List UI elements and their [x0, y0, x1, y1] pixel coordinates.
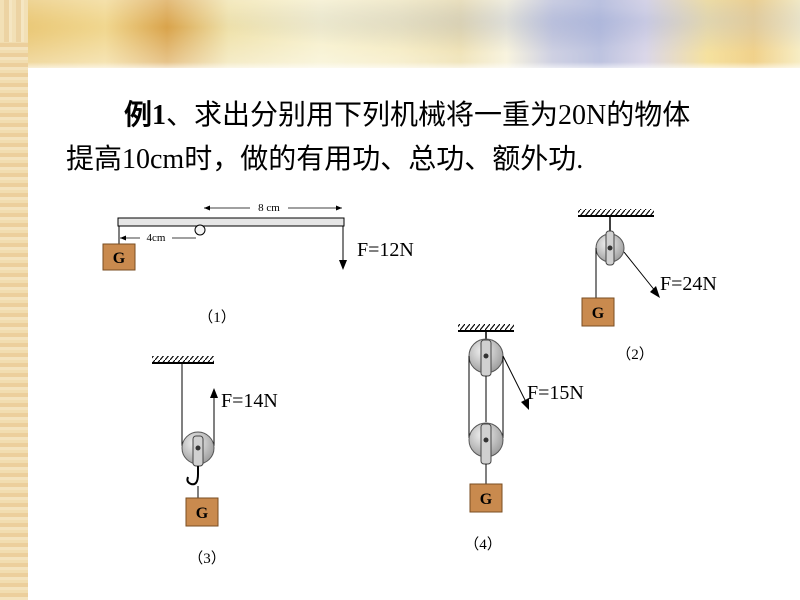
dimension-short-label-bg — [140, 231, 172, 243]
caption-2: （2） — [616, 346, 654, 363]
lever-bar — [117, 217, 345, 227]
ceiling-2 — [578, 209, 654, 216]
force-label-4: F=15N — [527, 382, 584, 404]
figure-fixed-pulley: G F=24N （2） — [578, 209, 717, 363]
problem-line-2: 提高10cm时，做的有用功、总功、额外功. — [66, 144, 584, 175]
dimension-long-label: 8 cm — [258, 202, 280, 214]
problem-statement: 例1、求出分别用下列机械将一重为20N的物体 提高10cm时，做的有用功、总功、… — [66, 94, 766, 182]
dimension-arrow-long-left-head — [204, 205, 210, 211]
weight-label-4: G — [480, 491, 493, 508]
dimension-long-label-bg — [250, 201, 288, 213]
figure-lever: 8 cm 4cm G F=12N （1） — [102, 201, 414, 326]
example-label: 例1 — [124, 100, 167, 131]
caption-4: （4） — [464, 536, 502, 553]
movable-pulley-bracket-4 — [480, 423, 492, 465]
ceiling-3 — [152, 356, 214, 363]
dimension-arrow-long-right-head — [336, 205, 342, 211]
banner-overlay — [28, 0, 800, 68]
pulley-axle-3 — [195, 445, 201, 451]
force-arrow-1-head — [339, 260, 347, 270]
weight-box-4 — [469, 483, 503, 513]
weight-label-2: G — [592, 305, 605, 322]
dimension-arrow-short-left-head — [120, 235, 126, 241]
pulley-bracket-3 — [192, 435, 204, 467]
weight-box-2 — [581, 297, 615, 327]
force-label-2: F=24N — [660, 273, 717, 295]
lever-fulcrum — [194, 224, 206, 236]
rope-4-pull — [502, 355, 527, 403]
movable-pulley-axle-4 — [483, 437, 489, 443]
weight-box-1 — [102, 243, 136, 271]
hook-icon — [186, 466, 199, 486]
decorative-banner — [28, 0, 800, 68]
weight-label-1: G — [113, 250, 126, 267]
figure-movable-pulley: G F=14N （3） — [152, 356, 278, 567]
paper-texture-left — [0, 0, 28, 600]
ceiling-4 — [458, 324, 514, 331]
caption-1: （1） — [198, 309, 236, 326]
problem-line-1: 、求出分别用下列机械将一重为20N的物体 — [166, 100, 691, 131]
rope-2-right — [623, 251, 657, 293]
force-arrow-4-head — [521, 398, 529, 410]
dimension-short-label: 4cm — [147, 232, 166, 244]
weight-box-3 — [185, 497, 219, 527]
force-label-3: F=14N — [221, 390, 278, 412]
banner-fade — [28, 62, 800, 72]
caption-3: （3） — [188, 550, 226, 567]
force-label-1: F=12N — [357, 239, 414, 261]
pulley-axle-2 — [607, 245, 613, 251]
force-arrow-3-head — [210, 388, 218, 398]
weight-label-3: G — [196, 505, 209, 522]
fixed-pulley-axle-4 — [483, 353, 489, 359]
figure-pulley-block: G F=15N （4） — [458, 324, 584, 553]
force-arrow-2-head — [650, 286, 660, 298]
